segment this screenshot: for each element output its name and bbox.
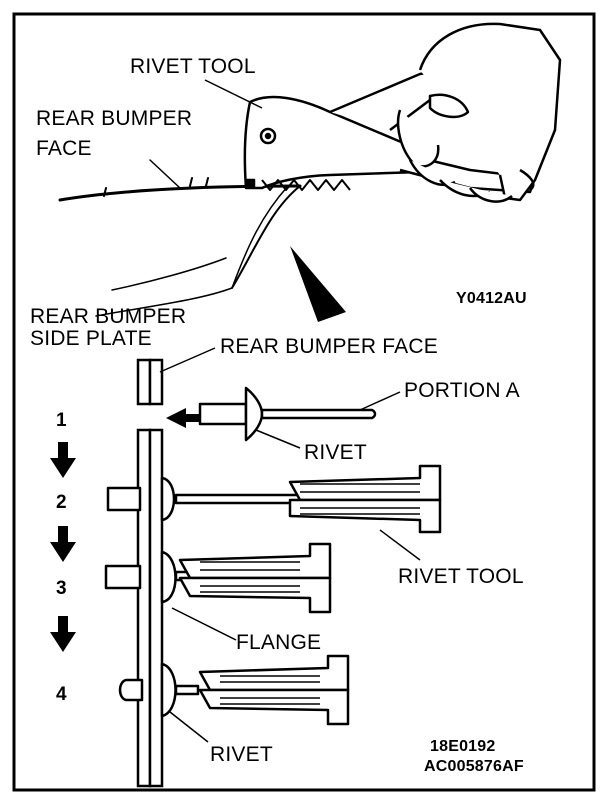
- side-plate-piece: [136, 358, 164, 406]
- step-number-1: 1: [56, 410, 67, 431]
- label-rear-bumper-face-top-line1: REAR BUMPER: [36, 107, 193, 130]
- rivet-leader-1: [255, 429, 301, 449]
- flange-leader: [171, 607, 237, 641]
- rivet-leader-2: [169, 711, 209, 743]
- step-3-assembly: [104, 542, 332, 614]
- rivet-tool-leader-mid: [379, 529, 421, 561]
- label-flange: FLANGE: [236, 631, 322, 654]
- label-rear-bumper-face-top-line2: FACE: [36, 137, 92, 160]
- label-rear-bumper-face-mid: REAR BUMPER FACE: [220, 335, 438, 358]
- label-rivet-1: RIVET: [304, 441, 367, 464]
- assembled-panel: [136, 428, 164, 788]
- label-rivet-tool-mid: RIVET TOOL: [398, 565, 524, 588]
- footer-code-1: 18E0192: [430, 738, 496, 755]
- face-leader: [159, 347, 216, 373]
- step-2-assembly: [106, 464, 442, 534]
- step-number-2: 2: [56, 492, 67, 513]
- step-number-3: 3: [56, 578, 67, 599]
- figure-code: Y0412AU: [456, 290, 527, 307]
- rivet-loose: [198, 386, 377, 442]
- view-arrow-icon: [290, 246, 346, 322]
- hand-icon: [396, 22, 562, 203]
- arrow-left-icon: [166, 408, 200, 428]
- footer-code-2: AC005876AF: [424, 758, 524, 775]
- rivet-tool-leader: [204, 79, 263, 109]
- diagram-border: [12, 12, 596, 792]
- step-number-4: 4: [56, 684, 67, 705]
- label-side-plate-line1: REAR BUMPER: [30, 305, 187, 328]
- label-side-plate-line2: SIDE PLATE: [30, 327, 152, 350]
- label-rivet-2: RIVET: [210, 743, 273, 766]
- arrow-down-icon: [50, 442, 76, 652]
- label-rivet-tool-top: RIVET TOOL: [130, 55, 256, 78]
- label-portion-a: PORTION A: [404, 379, 520, 402]
- portion-a-leader: [359, 391, 401, 411]
- step-4-assembly: [118, 654, 350, 726]
